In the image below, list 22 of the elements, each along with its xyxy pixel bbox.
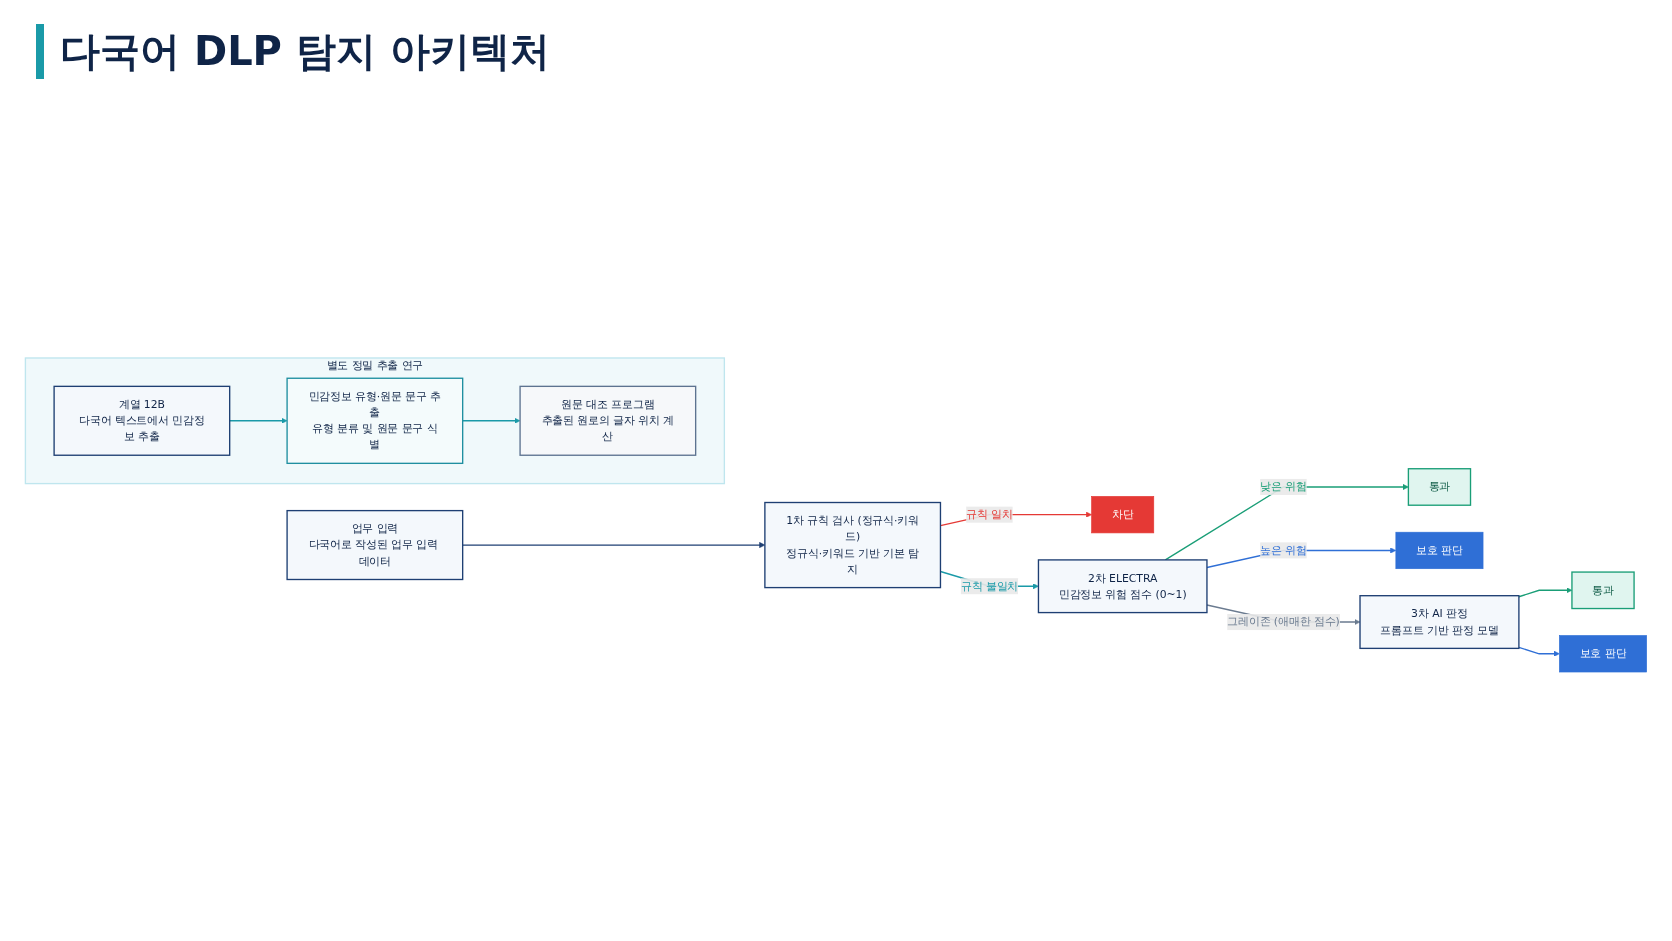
node-box: 3차 AI 판정 프롬프트 기반 판정 모델	[1359, 595, 1520, 650]
arrow	[1518, 646, 1560, 657]
node-box: 통과	[1571, 571, 1635, 610]
node-box: 원문 대조 프로그램 추출된 원로의 글자 위치 계산	[519, 385, 697, 456]
node-box: 1차 규칙 검사 (정규식·키워드) 정규식·키워드 기반 기본 탐지	[764, 501, 942, 589]
edge-label: 높은 위험	[1260, 543, 1307, 557]
edge-label: 규칙 불일치	[960, 579, 1019, 593]
edge-label: 규칙 일치	[966, 507, 1013, 521]
node-box: 2차 ELECTRA 민감정보 위험 점수 (0~1)	[1037, 559, 1208, 614]
arrow	[462, 417, 521, 424]
node-box: 계열 12B 다국어 텍스트에서 민감정보 추출	[53, 385, 231, 456]
node-box: 보호 판단	[1559, 635, 1647, 673]
edge-label: 낮은 위험	[1260, 480, 1307, 494]
node-box: 차단	[1091, 496, 1155, 534]
node-box: 민감정보 유형·원문 문구 추출 유형 분류 및 원문 문구 식별	[286, 377, 464, 464]
arrow	[1164, 484, 1409, 561]
arrow	[229, 417, 288, 424]
node-box: 통과	[1407, 468, 1472, 506]
node-box: 보호 판단	[1395, 531, 1484, 570]
diagram-title: 다국어 DLP 탐지 아키텍처	[36, 24, 550, 79]
node-box: 업무 입력 다국어로 작성된 업무 입력 데이터	[286, 509, 464, 581]
edge-label: 그레이존 (애매한 점수)	[1227, 615, 1340, 629]
